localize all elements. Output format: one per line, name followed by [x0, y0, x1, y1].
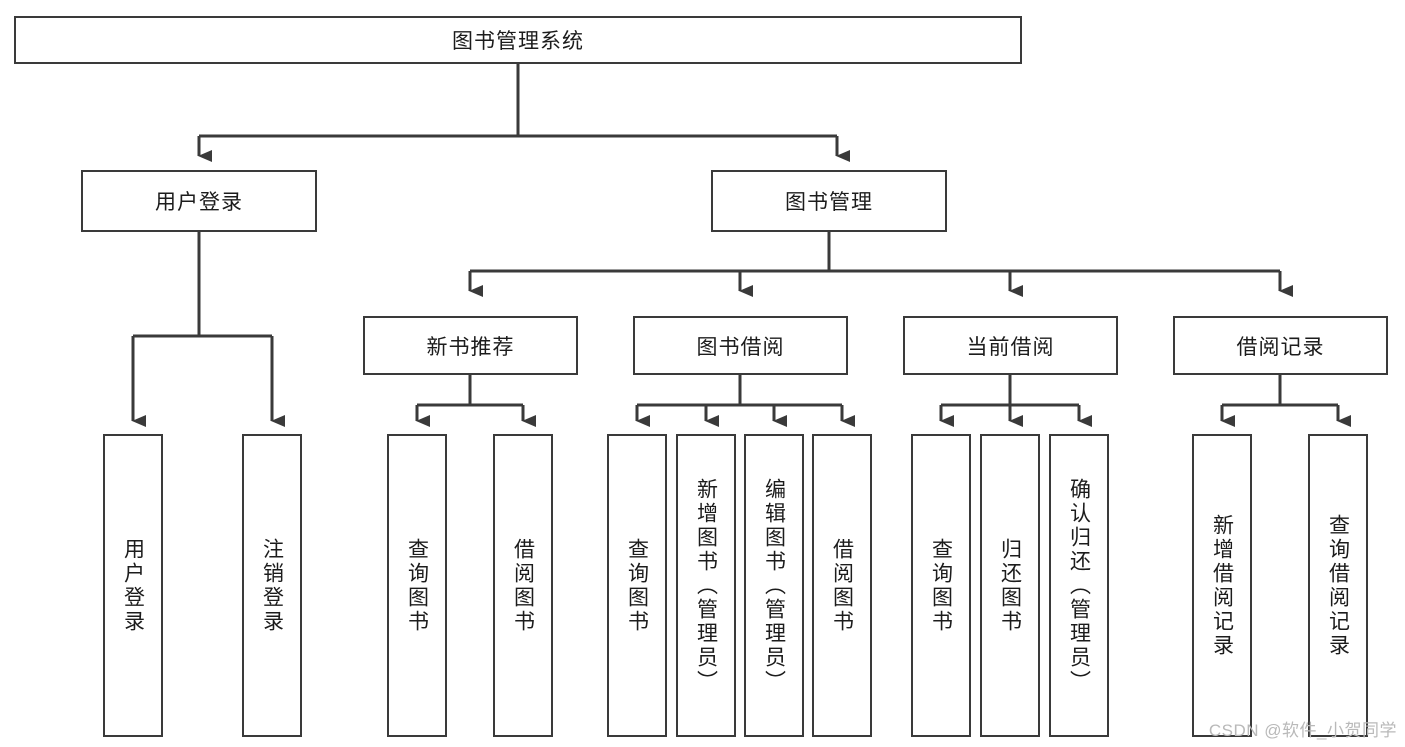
node-label: 用户登录	[155, 191, 243, 214]
leaf-recommend-query-book[interactable]: 查询图书	[387, 434, 447, 737]
node-root-system[interactable]: 图书管理系统	[14, 16, 1022, 64]
node-label: 新增图书（管理员）	[694, 477, 718, 694]
leaf-borrow-add-book-admin[interactable]: 新增图书（管理员）	[676, 434, 736, 737]
node-label: 借阅图书	[511, 537, 535, 634]
leaf-borrow-edit-book-admin[interactable]: 编辑图书（管理员）	[744, 434, 804, 737]
node-label: 借阅图书	[830, 537, 854, 634]
leaf-current-confirm-return-admin[interactable]: 确认归还（管理员）	[1049, 434, 1109, 737]
node-label: 图书管理系统	[452, 30, 584, 53]
node-label: 查询图书	[929, 537, 953, 634]
node-label: 图书管理	[785, 191, 873, 214]
node-label: 图书借阅	[696, 335, 785, 359]
leaf-user-login-login[interactable]: 用户登录	[103, 434, 163, 737]
node-label: 查询借阅记录	[1326, 513, 1350, 658]
node-label: 借阅记录	[1236, 335, 1325, 359]
leaf-recommend-borrow-book[interactable]: 借阅图书	[493, 434, 553, 737]
node-book-management[interactable]: 图书管理	[711, 170, 947, 232]
leaf-record-query-record[interactable]: 查询借阅记录	[1308, 434, 1368, 737]
node-new-book-recommend[interactable]: 新书推荐	[363, 316, 578, 375]
node-label: 确认归还（管理员）	[1067, 477, 1091, 694]
node-label: 新书推荐	[426, 335, 515, 359]
csdn-watermark: CSDN @软件_小贺同学	[1208, 721, 1397, 740]
node-label: 注销登录	[260, 537, 284, 634]
node-label: 归还图书	[998, 537, 1022, 634]
node-label: 编辑图书（管理员）	[762, 477, 786, 694]
node-label: 用户登录	[121, 537, 145, 634]
leaf-record-add-record[interactable]: 新增借阅记录	[1192, 434, 1252, 737]
leaf-borrow-borrow-book[interactable]: 借阅图书	[812, 434, 872, 737]
node-user-login[interactable]: 用户登录	[81, 170, 317, 232]
node-label: 查询图书	[405, 537, 429, 634]
node-borrow-record[interactable]: 借阅记录	[1173, 316, 1388, 375]
node-label: 新增借阅记录	[1210, 513, 1234, 658]
leaf-user-login-logout[interactable]: 注销登录	[242, 434, 302, 737]
leaf-borrow-query-book[interactable]: 查询图书	[607, 434, 667, 737]
node-current-borrow[interactable]: 当前借阅	[903, 316, 1118, 375]
node-label: 当前借阅	[966, 335, 1055, 359]
node-label: 查询图书	[625, 537, 649, 634]
leaf-current-query-book[interactable]: 查询图书	[911, 434, 971, 737]
node-book-borrow[interactable]: 图书借阅	[633, 316, 848, 375]
leaf-current-return-book[interactable]: 归还图书	[980, 434, 1040, 737]
